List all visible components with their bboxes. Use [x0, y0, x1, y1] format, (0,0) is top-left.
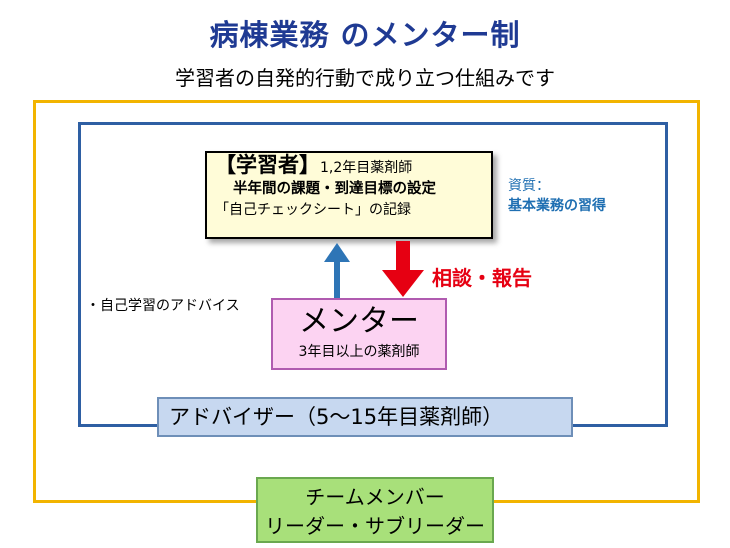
up-arrow — [324, 243, 350, 298]
team-line-2: リーダー・サブリーダー — [265, 514, 485, 538]
mentor-title: メンター — [299, 304, 419, 339]
quality-label: 資質： — [508, 178, 550, 194]
learner-box: 【学習者】1,2年目薬剤師 半年間の課題・到達目標の設定 「自己チェックシート」… — [205, 151, 493, 239]
adviser-box: アドバイザー（5～15年目薬剤師） — [157, 397, 573, 437]
consult-report-label: 相談・報告 — [432, 266, 532, 290]
learner-record: 「自己チェックシート」の記録 — [215, 202, 411, 218]
mentor-subtitle: 3年目以上の薬剤師 — [298, 344, 420, 360]
learner-heading: 【学習者】 — [215, 153, 320, 177]
mentor-box: メンター 3年目以上の薬剤師 — [271, 298, 447, 370]
team-member-box: チームメンバー リーダー・サブリーダー — [256, 477, 494, 543]
advice-text: ・自己学習のアドバイス — [86, 298, 240, 314]
quality-note: 資質： 基本業務の習得 — [508, 176, 606, 216]
page-title: 病棟業務 のメンター制 — [209, 18, 521, 52]
team-line-1: チームメンバー — [305, 485, 445, 509]
quality-value: 基本業務の習得 — [508, 198, 606, 214]
learner-goal: 半年間の課題・到達目標の設定 — [233, 181, 436, 197]
learner-role: 1,2年目薬剤師 — [320, 160, 413, 176]
down-arrow — [382, 241, 424, 297]
page-subtitle: 学習者の自発的行動で成り立つ仕組みです — [175, 66, 555, 90]
